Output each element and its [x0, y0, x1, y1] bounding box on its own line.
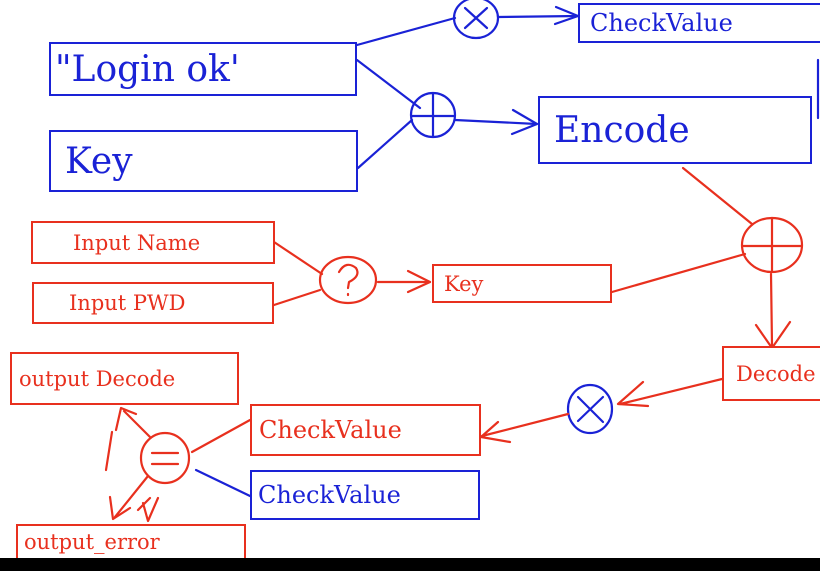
- input-pwd-label: Input PWD: [69, 291, 186, 315]
- decode-label: Decode: [736, 361, 816, 386]
- output-error-box: output_error: [16, 524, 246, 558]
- edge-name-to-question: [272, 240, 324, 276]
- key-box-top: Key: [49, 130, 358, 192]
- bottom-edge-bar: [0, 558, 820, 571]
- input-name-label: Input Name: [73, 230, 201, 255]
- decode-box: Decode: [722, 346, 820, 401]
- edge-equals-to-checkvalue-blue: [194, 468, 252, 498]
- login-ok-label: "Login ok': [55, 48, 240, 90]
- edge-equals-to-output-error: [113, 474, 150, 519]
- input-name-box: Input Name: [31, 221, 275, 264]
- checkvalue-red-label: CheckValue: [259, 416, 402, 444]
- input-pwd-box: Input PWD: [32, 282, 274, 324]
- edge-pwd-to-question: [272, 288, 322, 307]
- output-error-label: output_error: [24, 530, 160, 554]
- edge-login-to-plus: [355, 58, 422, 110]
- edge-xor-to-checkvalue: [496, 14, 580, 19]
- edge-xor-to-checkvalue-red: [480, 412, 570, 438]
- question-operator: [318, 255, 378, 305]
- key-top-label: Key: [65, 140, 133, 182]
- equals-operator: [139, 431, 191, 485]
- edge-key-to-plus: [356, 118, 414, 170]
- checkvalue-blue-label: CheckValue: [258, 481, 401, 509]
- edge-equals-to-checkvalue-red: [190, 418, 252, 454]
- checkvalue-box-top: CheckValue: [578, 3, 820, 43]
- edge-plus-to-encode: [453, 118, 539, 126]
- edge-decode-to-xor: [618, 377, 724, 406]
- edge-key-to-plus-right: [610, 252, 747, 294]
- checkvalue-box-red: CheckValue: [250, 404, 481, 456]
- checkvalue-box-blue: CheckValue: [250, 470, 480, 520]
- encode-label: Encode: [554, 109, 690, 151]
- edge-plus-to-decode: [769, 272, 774, 347]
- edge-login-to-xor: [355, 16, 457, 47]
- encode-box: Encode: [538, 96, 812, 164]
- key-box-mid: Key: [432, 264, 612, 303]
- output-decode-box: output Decode: [10, 352, 239, 405]
- xor-operator-bottom: [566, 383, 614, 435]
- output-decode-label: output Decode: [19, 366, 176, 391]
- edge-equals-to-output-decode: [122, 409, 152, 439]
- checkvalue-top-label: CheckValue: [590, 9, 733, 37]
- login-ok-box: "Login ok': [49, 42, 357, 96]
- edge-encode-to-plus-right: [681, 166, 754, 226]
- key-mid-label: Key: [444, 271, 484, 296]
